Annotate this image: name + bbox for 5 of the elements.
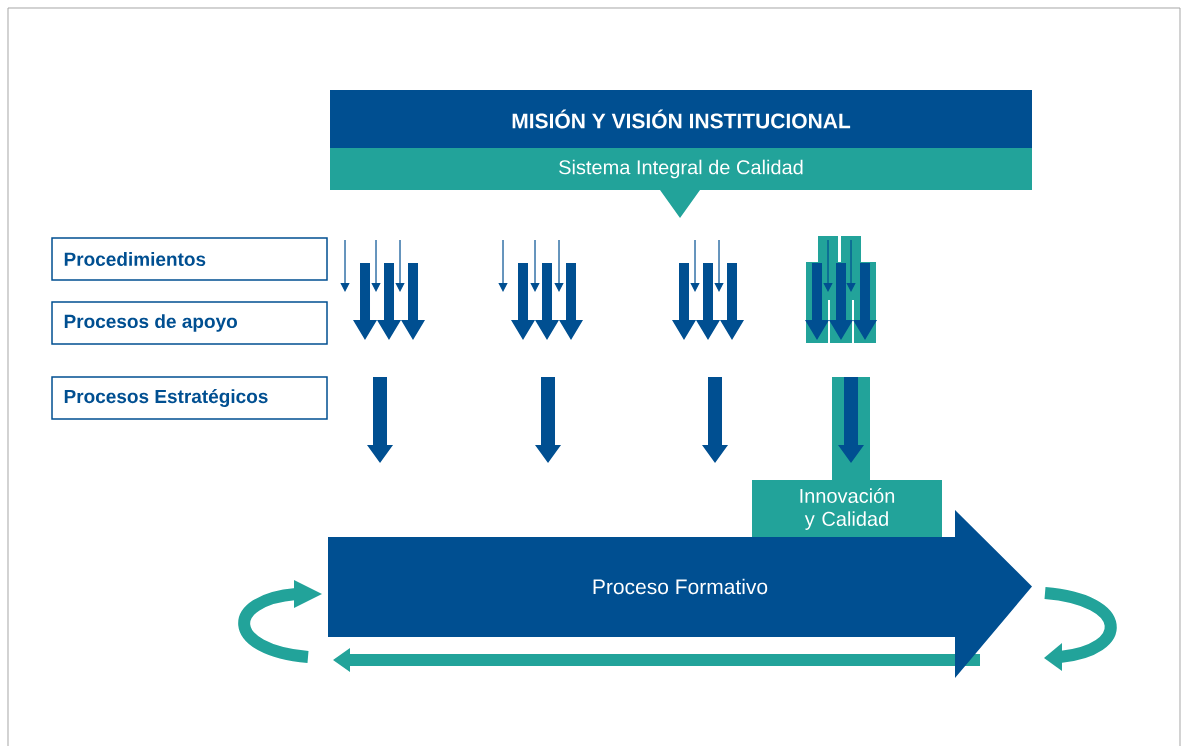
process-label-box: Procesos Estratégicos xyxy=(51,376,328,420)
subtitle-band: Sistema Integral de Calidad xyxy=(330,148,1032,218)
title-banner: MISIÓN Y VISIÓN INSTITUCIONAL xyxy=(330,90,1032,148)
process-label-box: Procesos de apoyo xyxy=(51,301,328,345)
process-label-box: Procedimientos xyxy=(51,237,328,281)
